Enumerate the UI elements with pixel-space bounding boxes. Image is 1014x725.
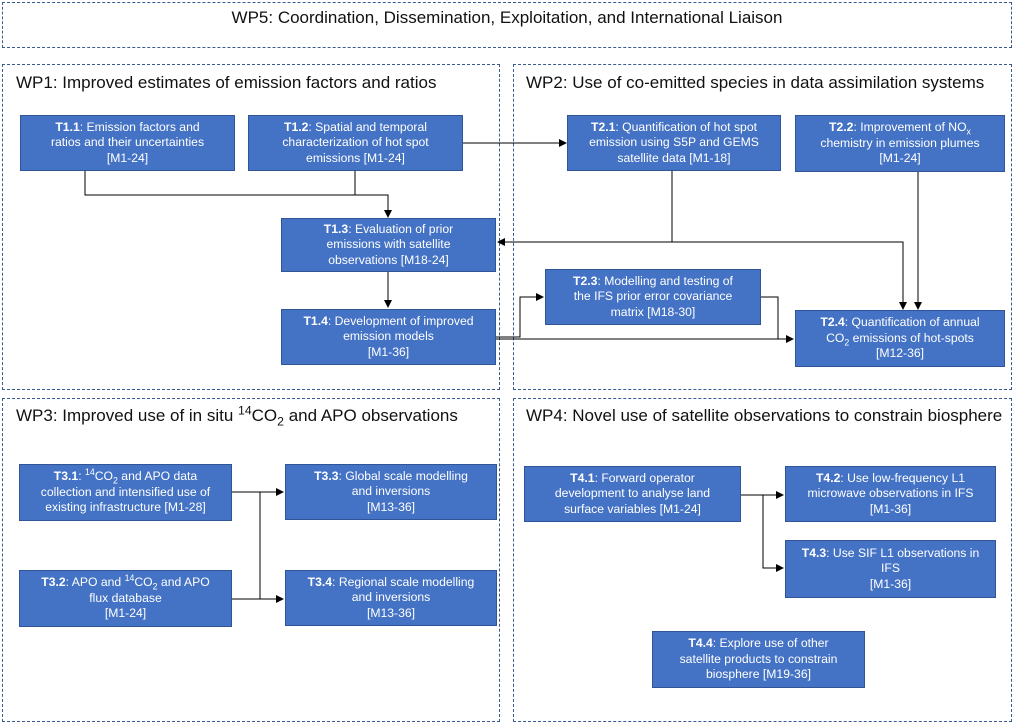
wp1-frame xyxy=(2,64,500,390)
wp5-frame xyxy=(2,2,1012,48)
wp2-frame xyxy=(513,64,1012,390)
wp5-title: WP5: Coordination, Dissemination, Exploi… xyxy=(231,8,783,27)
wp1-title: WP1: Improved estimates of emission fact… xyxy=(16,73,437,92)
wp3-frame xyxy=(2,398,500,722)
wp3-title: WP3: Improved use of in situ 14CO2 and A… xyxy=(16,403,458,429)
wp4-frame xyxy=(513,398,1012,722)
wp2-title: WP2: Use of co-emitted species in data a… xyxy=(526,73,985,92)
wp4-title: WP4: Novel use of satellite observations… xyxy=(526,406,1003,425)
